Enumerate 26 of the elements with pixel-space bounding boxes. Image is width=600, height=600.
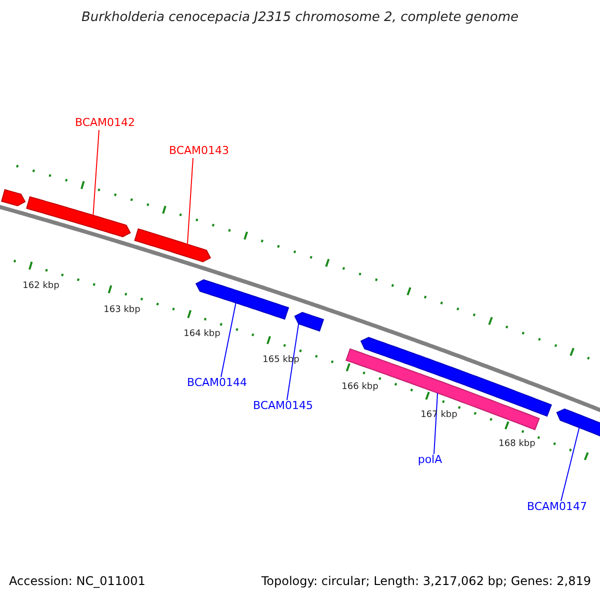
scale-label: 166 kbp <box>342 381 378 393</box>
gene-label: BCAM0147 <box>526 501 588 513</box>
leader-line <box>220 302 236 378</box>
scale-label: 163 kbp <box>104 304 140 316</box>
scale-label: 162 kbp <box>22 280 60 292</box>
gene-segment <box>134 228 212 262</box>
gene-label: BCAM0145 <box>252 400 314 412</box>
gene-segment <box>556 408 600 437</box>
gene-label: BCAM0144 <box>186 377 248 389</box>
scale-label: 164 kbp <box>184 328 220 340</box>
gene-label: BCAM0143 <box>168 145 230 157</box>
gene-segment <box>1 189 26 206</box>
scale-label: 168 kbp <box>498 438 536 450</box>
leader-line <box>92 130 100 216</box>
gene-segment <box>360 336 552 417</box>
leader-line <box>434 392 438 454</box>
gene-segment <box>195 279 290 320</box>
gene-segment <box>294 312 324 332</box>
gene-label: BCAM0142 <box>74 117 136 129</box>
genome-summary-text: Topology: circular; Length: 3,217,062 bp; Genes: 2,819 <box>261 574 591 589</box>
gene-segment <box>26 196 131 238</box>
title: Burkholderia cenocepacia J2315 chromosome 2, complete genome <box>80 10 520 26</box>
leader-line <box>560 427 580 502</box>
gene-label: polA <box>418 454 442 466</box>
leader-line <box>186 158 194 245</box>
accession-text: Accession: NC_011001 <box>9 574 146 589</box>
